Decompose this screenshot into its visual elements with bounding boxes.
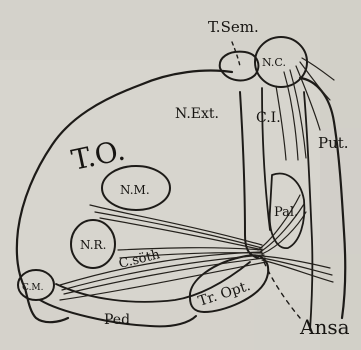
label-c-i: C.I. [256,110,281,126]
label-ansa: Ansa [299,315,350,339]
label-n-c: N.C. [262,56,286,69]
label-n-r: N.R. [80,238,106,252]
label-n-m: N.M. [120,183,150,197]
label-ped: Ped [104,312,130,328]
label-put: Put. [318,134,349,152]
label-pal: Pal. [274,205,298,220]
label-n-ext: N.Ext. [175,106,219,122]
label-t-sem: T.Sem. [208,18,259,36]
label-c-m: C.M. [22,283,44,293]
